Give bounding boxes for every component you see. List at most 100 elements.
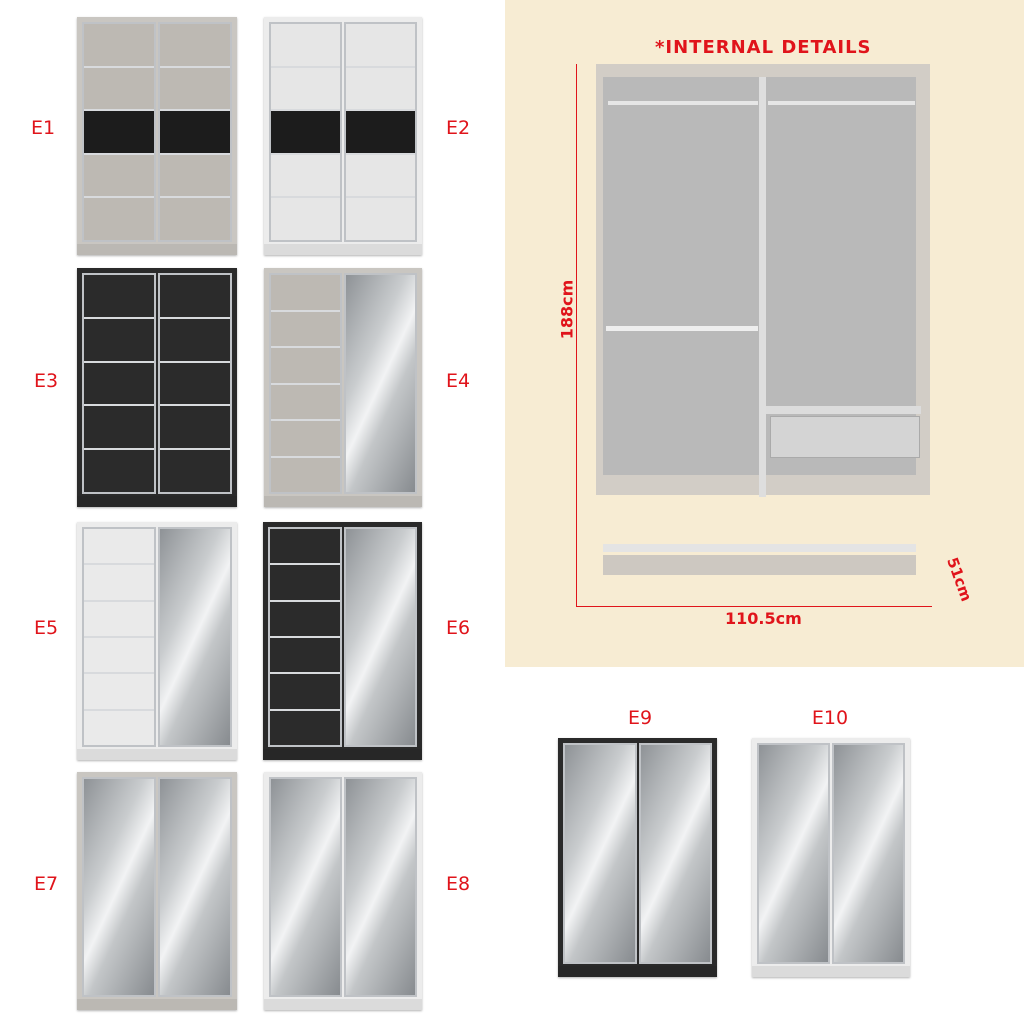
door-panel xyxy=(84,529,154,564)
door-panel xyxy=(160,111,230,153)
plinth xyxy=(264,496,422,507)
plinth xyxy=(77,496,237,507)
mirror-door xyxy=(158,527,232,747)
panel-door xyxy=(268,527,342,747)
model-label-e5: E5 xyxy=(33,617,59,639)
internal-wardrobe-illustration xyxy=(596,64,930,575)
mirror-door xyxy=(832,743,905,964)
model-label-e7: E7 xyxy=(33,873,59,895)
width-dimension-line xyxy=(576,606,932,607)
door-panel xyxy=(84,198,154,240)
door-panel xyxy=(84,406,154,449)
door-panel xyxy=(346,67,415,110)
door-panel xyxy=(346,111,415,153)
door-panel xyxy=(271,154,340,197)
door-panel xyxy=(271,421,340,456)
mirror-panel xyxy=(640,745,710,962)
internal-details-title: *INTERNAL DETAILS xyxy=(655,37,872,58)
door-panel xyxy=(271,198,340,240)
door-panel xyxy=(84,318,154,361)
wardrobe-e1[interactable] xyxy=(77,17,237,255)
door-panel xyxy=(84,362,154,405)
plinth xyxy=(752,966,910,977)
door-panel xyxy=(270,637,340,673)
mirror-panel xyxy=(271,779,340,995)
door-panel xyxy=(84,637,154,673)
door-panel xyxy=(160,275,230,317)
panel-door xyxy=(82,527,156,747)
height-dimension-label: 188cm xyxy=(557,279,577,340)
door-panel xyxy=(271,384,340,419)
width-dimension-label: 110.5cm xyxy=(725,609,802,628)
door-panel xyxy=(84,24,154,66)
bottom-shelf xyxy=(603,544,916,552)
mirror-door xyxy=(757,743,830,964)
door-panel xyxy=(84,601,154,636)
plinth xyxy=(264,999,422,1010)
wardrobe-e8[interactable] xyxy=(264,772,422,1010)
mirror-door xyxy=(158,777,232,997)
door-panel xyxy=(346,198,415,240)
wardrobe-e5[interactable] xyxy=(77,522,237,760)
door-panel xyxy=(270,674,340,709)
wardrobe-e7[interactable] xyxy=(77,772,237,1010)
model-label-e9: E9 xyxy=(627,707,653,729)
mirror-panel xyxy=(160,529,230,745)
door-panel xyxy=(160,67,230,110)
mirror-panel xyxy=(84,779,154,995)
plinth xyxy=(77,749,237,760)
hanging-rail xyxy=(606,326,758,331)
door-panel xyxy=(346,24,415,66)
door-panel xyxy=(346,154,415,197)
mirror-door xyxy=(343,527,417,747)
height-dimension-line xyxy=(576,64,577,607)
hanging-rail xyxy=(768,101,915,105)
wardrobe-e2[interactable] xyxy=(264,17,422,255)
wardrobe-e3[interactable] xyxy=(77,268,237,507)
door-panel xyxy=(160,406,230,449)
plinth xyxy=(263,749,422,760)
door-panel xyxy=(160,318,230,361)
door-panel xyxy=(270,529,340,564)
door-panel xyxy=(160,450,230,492)
mirror-panel xyxy=(759,745,828,962)
model-label-e2: E2 xyxy=(445,117,471,139)
panel-door xyxy=(82,22,156,242)
panel-door xyxy=(82,273,156,494)
panel-door xyxy=(269,22,342,242)
mirror-door xyxy=(638,743,712,964)
model-label-e8: E8 xyxy=(445,873,471,895)
mirror-panel xyxy=(345,529,415,745)
door-panel xyxy=(160,154,230,197)
mirror-door xyxy=(344,273,417,494)
panel-door xyxy=(269,273,342,494)
drawer xyxy=(770,416,920,458)
door-panel xyxy=(84,111,154,153)
door-panel xyxy=(271,348,340,383)
door-panel xyxy=(160,24,230,66)
mirror-panel xyxy=(565,745,635,962)
model-label-e3: E3 xyxy=(33,370,59,392)
wardrobe-e6[interactable] xyxy=(263,522,422,760)
mirror-door xyxy=(82,777,156,997)
plinth xyxy=(558,966,717,977)
wardrobe-e9[interactable] xyxy=(558,738,717,977)
wardrobe-e4[interactable] xyxy=(264,268,422,507)
door-panel xyxy=(270,710,340,745)
door-panel xyxy=(84,565,154,600)
door-panel xyxy=(84,674,154,709)
door-panel xyxy=(271,24,340,66)
door-panel xyxy=(84,275,154,317)
mirror-door xyxy=(344,777,417,997)
door-panel xyxy=(84,67,154,110)
door-panel xyxy=(271,457,340,492)
plinth xyxy=(77,244,237,255)
door-panel xyxy=(160,198,230,240)
plinth xyxy=(603,555,916,575)
wardrobe-e10[interactable] xyxy=(752,738,910,977)
mirror-door xyxy=(563,743,637,964)
panel-door xyxy=(158,273,232,494)
mirror-panel xyxy=(346,779,415,995)
door-panel xyxy=(271,67,340,110)
model-label-e6: E6 xyxy=(445,617,471,639)
